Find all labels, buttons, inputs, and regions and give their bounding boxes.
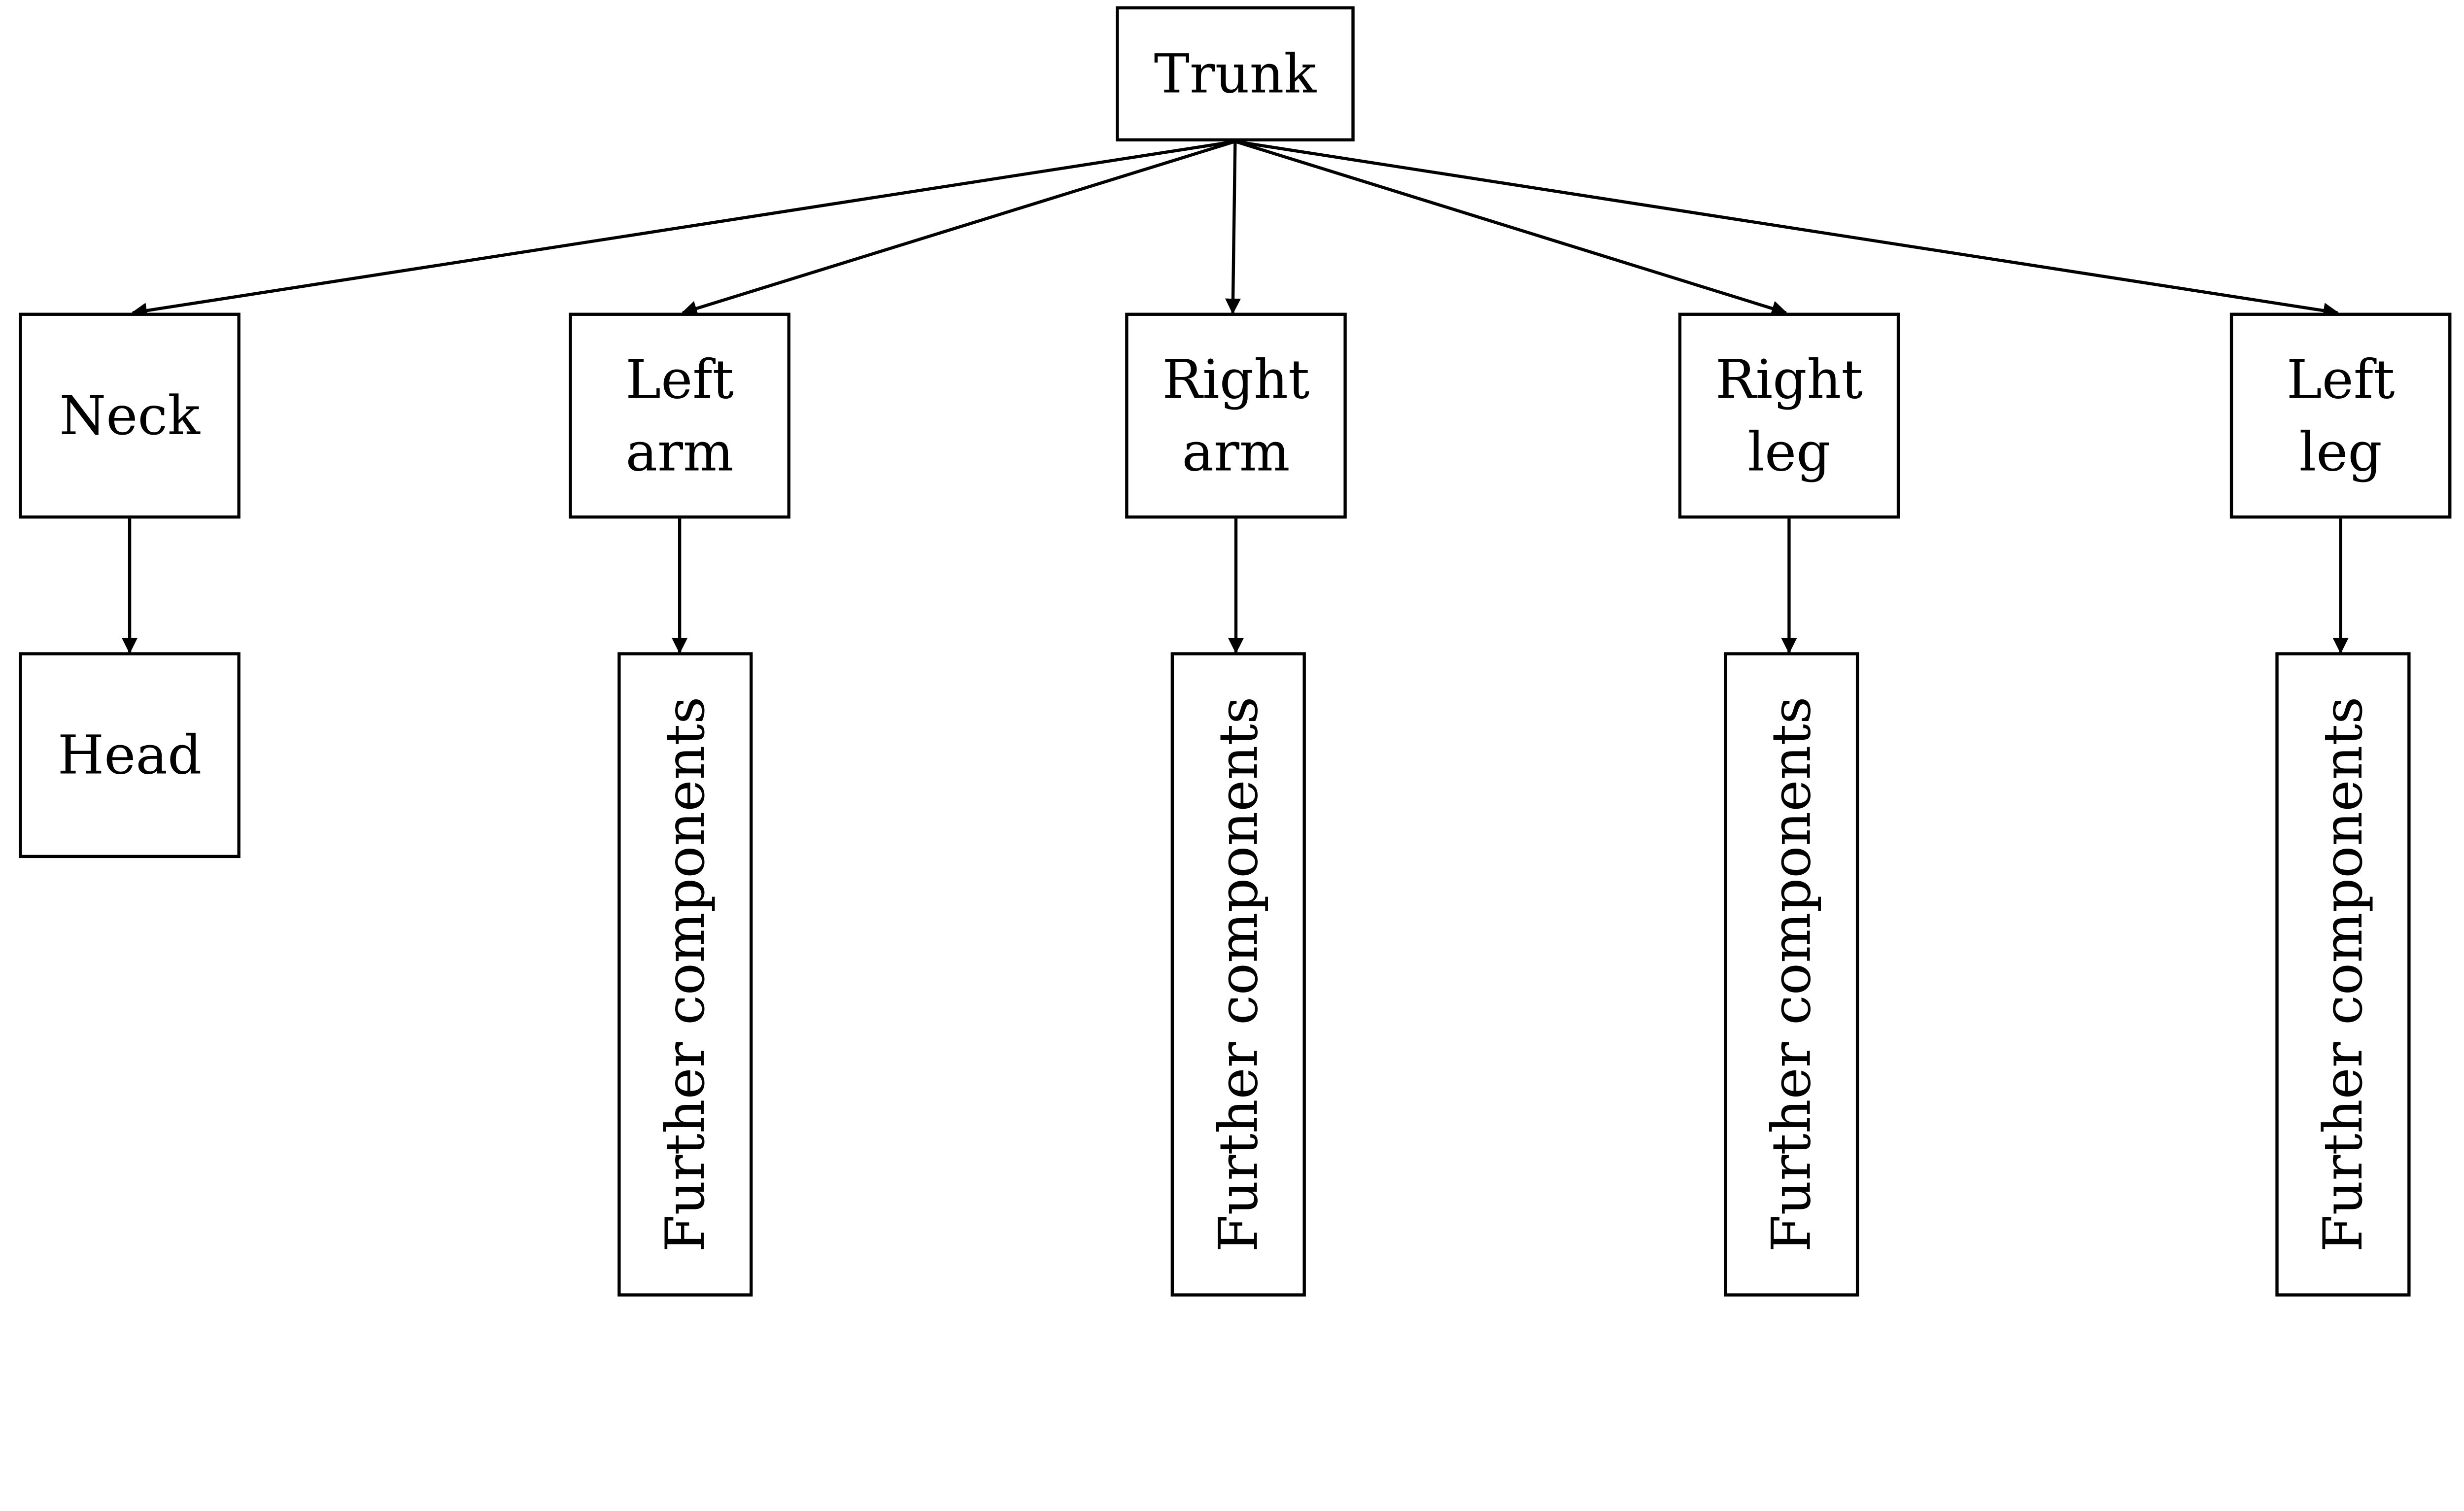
node-label: Right <box>1715 348 1863 411</box>
edge-trunk-to-left-leg <box>1234 139 2339 318</box>
node-box <box>19 652 240 859</box>
node-left-leg: Left leg <box>2229 312 2452 519</box>
node-label: Further components <box>2312 696 2374 1252</box>
node-box <box>2229 312 2452 519</box>
node-box <box>569 312 790 519</box>
node-label: Right <box>1162 348 1309 411</box>
node-left-arm-further: Further components <box>617 652 753 1297</box>
node-label: Further components <box>654 696 717 1252</box>
node-label: arm <box>626 420 734 483</box>
node-box <box>1678 312 1900 519</box>
edge-trunk-to-right-arm <box>1225 141 1241 314</box>
node-label: leg <box>1747 420 1830 483</box>
node-label: Left <box>625 348 734 411</box>
node-label: Further components <box>1760 696 1823 1252</box>
node-box <box>1724 652 1859 1297</box>
edge-trunk-to-left-arm <box>681 139 1236 316</box>
node-left-leg-further: Further components <box>2275 652 2411 1297</box>
node-right-arm-further: Further components <box>1170 652 1306 1297</box>
edges-group <box>122 139 2349 654</box>
node-label: Further components <box>1207 696 1269 1252</box>
node-box <box>1116 6 1355 141</box>
node-right-leg-further: Further components <box>1724 652 1859 1297</box>
node-neck: Neck <box>19 312 240 519</box>
node-label: Left <box>2287 348 2395 411</box>
node-box <box>1170 652 1306 1297</box>
node-left-arm: Left arm <box>569 312 790 519</box>
node-trunk: Trunk <box>1116 6 1355 141</box>
node-right-leg: Right leg <box>1678 312 1900 519</box>
node-box <box>617 652 753 1297</box>
edge-trunk-to-neck <box>131 139 1235 318</box>
node-box <box>1125 312 1347 519</box>
node-label: arm <box>1182 420 1290 483</box>
node-label: Trunk <box>1154 42 1317 105</box>
node-right-arm: Right arm <box>1125 312 1347 519</box>
node-box <box>19 312 240 519</box>
node-label: Head <box>58 724 202 787</box>
node-label: Neck <box>59 384 201 447</box>
edge-trunk-to-right-leg <box>1234 139 1788 316</box>
node-label: leg <box>2299 420 2382 483</box>
node-box <box>2275 652 2411 1297</box>
node-head: Head <box>19 652 240 859</box>
